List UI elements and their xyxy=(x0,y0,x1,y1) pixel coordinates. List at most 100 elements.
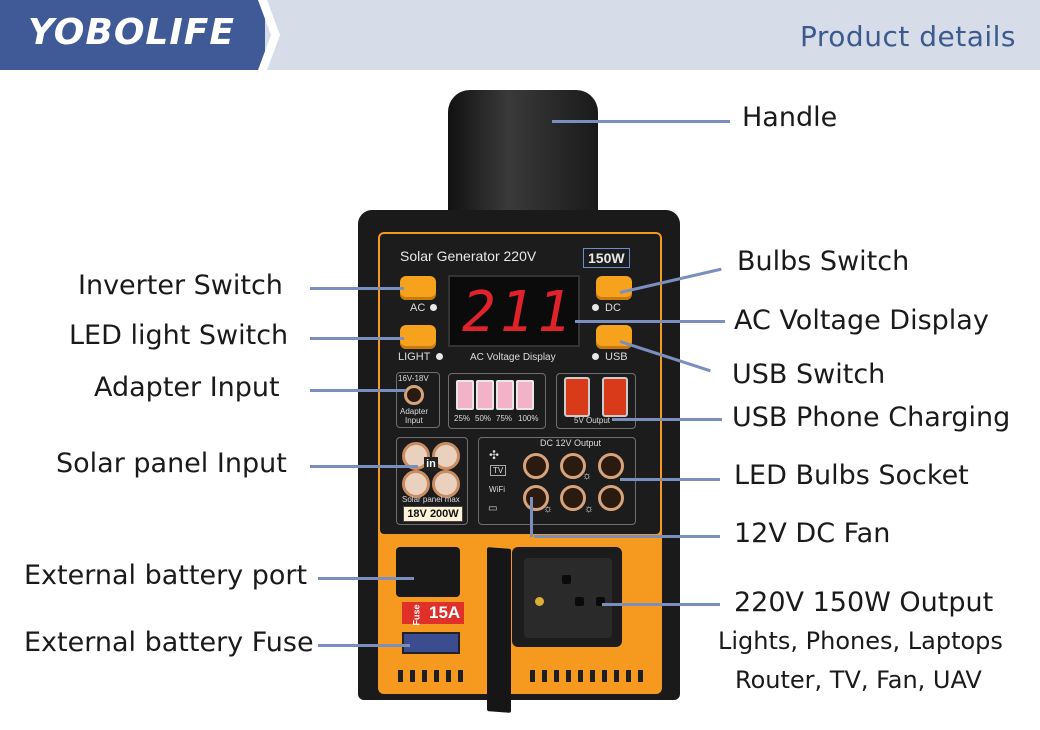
dc-output-box xyxy=(478,437,636,525)
ac-voltage-display xyxy=(448,275,580,347)
label-external-battery-port: External battery port xyxy=(24,560,308,591)
label-dc-fan: 12V DC Fan xyxy=(734,518,891,549)
inverter-switch[interactable] xyxy=(400,276,436,300)
dc-socket-4[interactable] xyxy=(523,485,549,511)
vent-slot xyxy=(578,670,583,682)
dc-socket-1[interactable] xyxy=(523,453,549,479)
brand-logo: YOBOLIFE xyxy=(28,12,235,53)
dc-socket-2[interactable] xyxy=(560,453,586,479)
battery-segment-2 xyxy=(476,380,494,410)
label-ac-output: 220V 150W Output xyxy=(734,587,994,618)
outlet-indicator-light xyxy=(535,597,544,606)
vent-slot xyxy=(542,670,547,682)
led-light-switch-leader xyxy=(310,337,404,340)
router-icon: ▭ xyxy=(488,503,498,514)
external-fuse-leader xyxy=(318,644,410,647)
bulbs-switch[interactable] xyxy=(596,276,632,300)
solar-input-box xyxy=(396,437,468,525)
vent-slot xyxy=(590,670,595,682)
label-uses-line-2: Router, TV, Fan, UAV xyxy=(735,666,982,694)
external-port-leader xyxy=(318,577,414,580)
device-title: Solar Generator 220V xyxy=(400,248,537,264)
external-battery-port[interactable] xyxy=(396,547,460,597)
label-led-bulbs-socket: LED Bulbs Socket xyxy=(734,460,969,491)
handle-leader xyxy=(552,120,730,123)
battery-segment-4 xyxy=(516,380,534,410)
solar-port-3[interactable] xyxy=(402,470,430,498)
battery-indicator-box xyxy=(448,373,546,429)
fan-icon: ✣ xyxy=(489,448,500,462)
light-indicator xyxy=(436,353,443,360)
vent-slot xyxy=(446,670,451,682)
label-external-battery-fuse: External battery Fuse xyxy=(24,627,314,658)
label-bulbs-switch: Bulbs Switch xyxy=(737,246,910,277)
solar-caption: Solar panel max xyxy=(402,495,460,504)
vent-slot xyxy=(638,670,643,682)
label-usb-switch: USB Switch xyxy=(732,359,886,390)
vent-slot xyxy=(422,670,427,682)
usb-port-2[interactable] xyxy=(602,377,628,417)
dc-socket-5[interactable] xyxy=(560,485,586,511)
vent-slot xyxy=(530,670,535,682)
solar-input-leader xyxy=(310,465,418,468)
vent-slot xyxy=(614,670,619,682)
battery-level-100: 100% xyxy=(518,414,539,423)
adapter-input-leader xyxy=(310,389,406,392)
vent-slot xyxy=(626,670,631,682)
dc-socket-6[interactable] xyxy=(598,485,624,511)
brand-tab xyxy=(0,0,265,70)
ac-label: AC xyxy=(410,302,426,314)
dc-label: DC xyxy=(605,302,621,314)
label-usb-phone-charging: USB Phone Charging xyxy=(732,402,1011,433)
battery-level-75: 75% xyxy=(496,414,513,423)
adapter-caption-2: Input xyxy=(405,416,423,425)
led-light-switch[interactable] xyxy=(400,325,436,349)
solar-port-4[interactable] xyxy=(432,470,460,498)
usb-label: USB xyxy=(605,351,628,363)
outlet-hole-far-right xyxy=(596,597,605,606)
vent-slot xyxy=(410,670,415,682)
device-handle xyxy=(448,90,598,225)
label-adapter-input: Adapter Input xyxy=(94,372,280,403)
dc-fan-leader xyxy=(534,535,720,538)
vent-slot xyxy=(602,670,607,682)
section-title: Product details xyxy=(800,20,1016,53)
vent-slot xyxy=(398,670,403,682)
solar-spec: 18V 200W xyxy=(403,506,463,522)
outlet-hole-right xyxy=(575,597,584,606)
dc-socket-3[interactable] xyxy=(598,453,624,479)
label-handle: Handle xyxy=(742,102,838,133)
adapter-spec: 16V-18V xyxy=(398,374,429,383)
vent-slot xyxy=(458,670,463,682)
fuse-rating-tag: Fuse 15A xyxy=(402,602,465,626)
external-battery-fuse[interactable] xyxy=(402,632,460,654)
label-solar-panel-input: Solar panel Input xyxy=(56,448,287,479)
usb-port-1[interactable] xyxy=(564,377,590,417)
dc-fan-leader-drop xyxy=(530,497,533,537)
usb-indicator xyxy=(592,353,599,360)
bulb-icon-2: ☼ xyxy=(543,503,554,515)
label-led-light-switch: LED light Switch xyxy=(69,320,289,351)
power-badge: 150W xyxy=(583,248,630,268)
light-label: LIGHT xyxy=(398,351,431,363)
ac-indicator xyxy=(430,304,437,311)
fuse-word: Fuse xyxy=(411,604,422,626)
outlet-cover-flap[interactable] xyxy=(487,547,511,713)
dc-indicator xyxy=(592,304,599,311)
usb-output-caption: 5V Output xyxy=(574,416,611,425)
led-socket-leader xyxy=(620,478,720,481)
usb-charging-leader xyxy=(612,418,722,421)
fuse-rating: 15A xyxy=(429,603,461,622)
tv-icon: TV xyxy=(490,465,507,476)
ac-display-leader xyxy=(575,320,725,323)
voltage-readout: 211 xyxy=(462,280,576,345)
wifi-icon: WiFi xyxy=(489,485,505,494)
battery-level-50: 50% xyxy=(475,414,492,423)
solar-in-badge: in xyxy=(424,457,438,471)
dc-output-caption: DC 12V Output xyxy=(540,438,602,448)
inverter-switch-leader xyxy=(310,287,404,290)
adapter-input-port[interactable] xyxy=(404,385,424,405)
ac-output-leader xyxy=(602,603,720,606)
battery-segment-3 xyxy=(496,380,514,410)
battery-level-25: 25% xyxy=(454,414,471,423)
